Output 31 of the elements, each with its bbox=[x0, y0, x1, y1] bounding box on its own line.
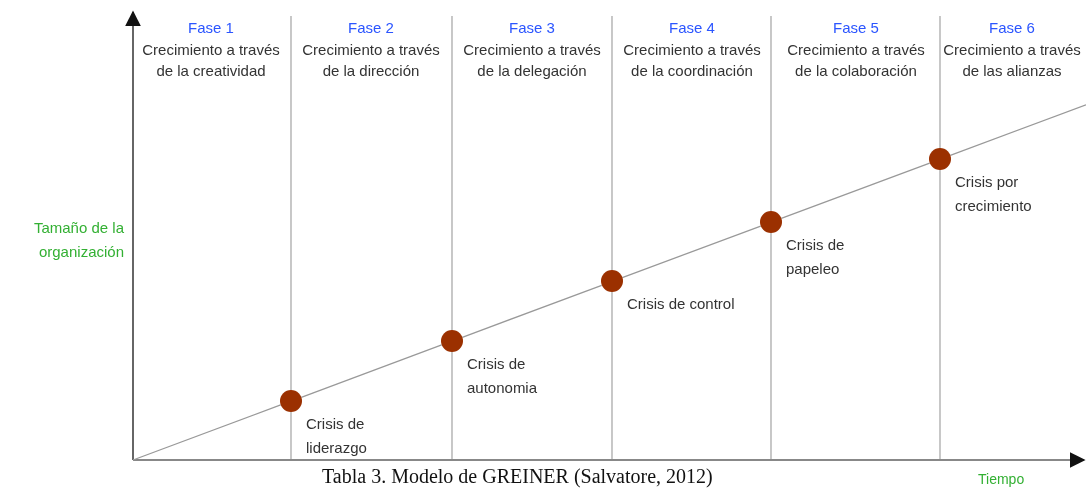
crisis-dot bbox=[280, 390, 302, 413]
crisis-dot bbox=[760, 211, 782, 234]
phase-number: Fase 2 bbox=[347, 18, 395, 38]
crisis-label: Crisis por crecimiento bbox=[955, 172, 1033, 217]
crisis-dot bbox=[929, 148, 951, 171]
phase-description: Crecimiento a través de la colaboración bbox=[786, 40, 926, 81]
phase-description: Crecimiento a través de la dirección bbox=[301, 40, 441, 81]
growth-line bbox=[300, 344, 443, 398]
caption: Tabla 3. Modelo de GREINER (Salvatore, 2012) bbox=[322, 464, 713, 488]
phase-number: Fase 3 bbox=[508, 18, 556, 38]
growth-line bbox=[621, 225, 762, 279]
growth-line bbox=[780, 162, 931, 220]
phase-number: Fase 5 bbox=[832, 18, 880, 38]
phase-description: Crecimiento a través de la coordinación bbox=[622, 40, 762, 81]
phase-number: Fase 1 bbox=[187, 18, 235, 38]
crisis-label: Crisis de control bbox=[627, 294, 736, 315]
axis-label: Tamaño de la organización bbox=[32, 218, 124, 262]
phase-description: Crecimiento a través de la delegación bbox=[462, 40, 602, 81]
phase-number: Fase 4 bbox=[668, 18, 716, 38]
phase-number: Fase 6 bbox=[988, 18, 1036, 38]
crisis-dot bbox=[601, 270, 623, 293]
crisis-label: Crisis de autonomia bbox=[467, 354, 539, 399]
axis-label: Tiempo bbox=[978, 470, 1025, 488]
crisis-dot bbox=[441, 330, 463, 353]
crisis-label: Crisis de papeleo bbox=[786, 235, 846, 280]
growth-line bbox=[132, 404, 282, 461]
growth-line bbox=[949, 104, 1086, 157]
growth-line bbox=[461, 284, 603, 338]
phase-description: Crecimiento a través de la creatividad bbox=[141, 40, 281, 81]
phase-description: Crecimiento a través de las alianzas bbox=[942, 40, 1082, 81]
crisis-label: Crisis de liderazgo bbox=[306, 414, 368, 459]
